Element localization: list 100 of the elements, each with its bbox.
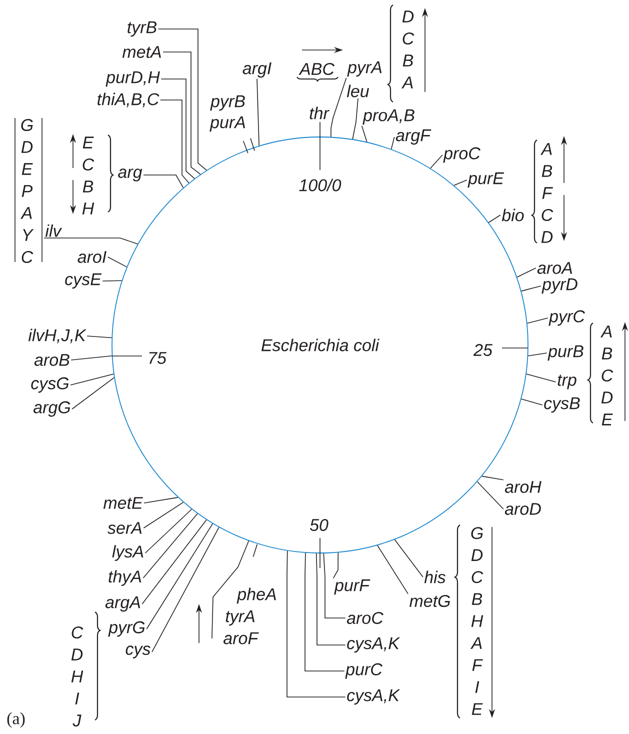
gene-label: bio: [502, 208, 524, 222]
gene-label: lysA: [112, 545, 144, 561]
leader-line: [454, 180, 468, 186]
leader-line: [102, 280, 122, 282]
leader-line: [160, 100, 190, 184]
leader-line: [488, 214, 501, 223]
gene-label: aroI: [78, 251, 106, 263]
gene-label: purA: [210, 116, 246, 132]
operon-gene-column: E C B H: [82, 136, 94, 214]
gene-label: arg: [118, 168, 142, 182]
gene-label: pheA tyrA aroF: [224, 588, 276, 644]
gene-label: argI: [242, 62, 272, 78]
leader-line: [390, 136, 395, 150]
operon-gene-column: G D E P A Y C: [20, 119, 34, 264]
gene-label: ilv: [45, 224, 62, 237]
gene-label: metG: [410, 594, 450, 608]
leader-line: [516, 268, 536, 278]
gene-label: purC: [345, 663, 382, 679]
operon-gene-column: A B C D E: [600, 326, 614, 426]
leader-line: [144, 508, 192, 554]
gene-label: metA: [122, 46, 161, 58]
leader-line: [528, 352, 548, 356]
gene-label: leu: [346, 84, 369, 98]
leader-line: [142, 519, 207, 604]
leader-line: [143, 502, 184, 528]
leader-line: [107, 256, 128, 268]
leader-line: [323, 553, 346, 618]
gene-label: cysA,K: [347, 689, 400, 705]
gene-label: tyrB: [128, 21, 157, 37]
gene-label: pyrG: [108, 621, 145, 637]
leader-line: [160, 78, 195, 179]
gene-label: aroC: [346, 612, 384, 624]
gene-label: thyA: [108, 570, 142, 586]
leader-line: [256, 78, 260, 146]
gene-label: cys: [126, 646, 150, 658]
leader-line: [482, 476, 504, 480]
operon-gene-column: G D C B H A F I E: [470, 527, 484, 715]
gene-label: his: [424, 570, 446, 584]
gene-label: pyrB: [210, 95, 245, 111]
operon-gene-column: C D H I J: [71, 626, 84, 727]
gene-label: purE: [468, 172, 504, 188]
leader-line: [330, 77, 347, 138]
operon-label: ABC: [298, 63, 335, 76]
leader-line: [286, 550, 346, 698]
gene-label: aroH: [504, 481, 542, 493]
leader-line: [162, 52, 201, 175]
leader-line: [520, 398, 543, 406]
leader-line: [212, 540, 250, 639]
leader-line: [430, 154, 443, 169]
map-position: 100/0: [299, 178, 342, 192]
gene-label: argG: [33, 401, 70, 417]
leader-line: [86, 336, 112, 338]
leader-line: [476, 481, 504, 510]
gene-label: pyrA: [347, 61, 382, 77]
leader-line: [70, 374, 114, 386]
gene-label: aroD: [504, 503, 541, 515]
map-position: 25: [473, 344, 492, 356]
gene-label: cysA,K: [347, 637, 400, 653]
leader-line: [304, 552, 345, 672]
leader-line: [70, 356, 112, 360]
leader-line: [143, 174, 184, 188]
gene-label: proC: [443, 147, 480, 163]
gene-label: cysE: [65, 273, 102, 289]
gene-label: argF: [396, 129, 432, 145]
leader-line: [72, 377, 115, 410]
gene-label: purF: [334, 579, 370, 595]
leader-line: [146, 523, 214, 630]
gene-label: thr: [310, 106, 330, 120]
leader-line: [361, 125, 368, 142]
leader-line: [44, 238, 138, 244]
leader-line: [526, 318, 548, 324]
leader-line: [394, 539, 424, 578]
gene-label: proA,B: [362, 109, 414, 125]
map-position: 75: [149, 352, 166, 364]
leader-line: [142, 513, 198, 578]
leader-line: [152, 526, 220, 652]
leader-line: [158, 28, 207, 171]
leader-line: [144, 497, 178, 504]
map-position: 50: [310, 518, 328, 532]
gene-label: serA: [108, 522, 142, 534]
gene-label: cysB: [544, 397, 580, 413]
leader-line: [332, 552, 339, 579]
leader-line: [352, 98, 358, 140]
gene-label: metE: [103, 497, 143, 509]
gene-label: purD,H: [106, 71, 160, 87]
gene-label: thiA,B,C: [98, 92, 160, 108]
gene-label: aroB: [34, 354, 70, 366]
gene-label: purB: [548, 345, 584, 361]
panel-label: (a): [7, 712, 25, 728]
gene-label: ilvH,J,K: [28, 328, 86, 344]
leader-line: [316, 553, 346, 646]
gene-label: pyrC: [548, 310, 586, 326]
leader-line: [377, 544, 408, 594]
gene-label: aroA: [537, 262, 572, 274]
operon-gene-column: D C B A: [402, 10, 414, 88]
gene-label: argA: [105, 596, 140, 612]
leader-line: [520, 286, 542, 292]
gene-label: pyrD: [542, 278, 578, 294]
gene-label: cysG: [31, 377, 69, 393]
leader-line: [526, 374, 556, 382]
